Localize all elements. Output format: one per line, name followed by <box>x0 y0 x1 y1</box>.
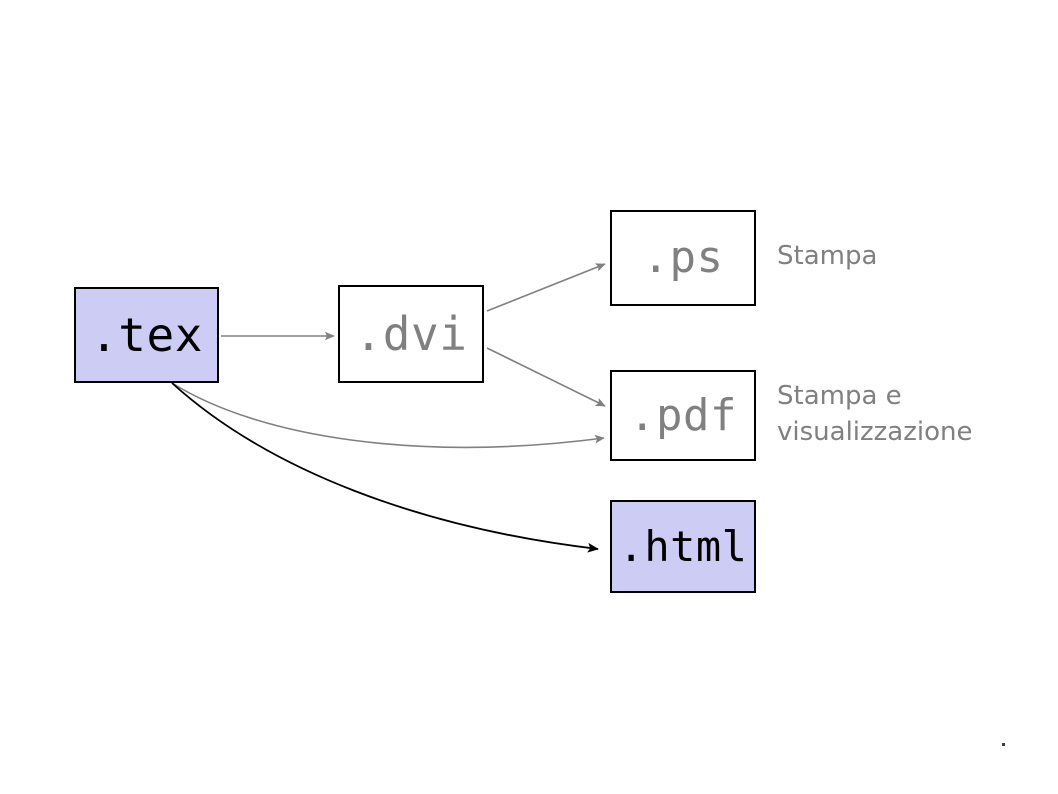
node-pdf-label: .pdf <box>629 389 737 441</box>
node-html[interactable]: .html <box>610 500 756 593</box>
edge-tex-to-html <box>171 382 599 553</box>
annotation-pdf-note: Stampa e visualizzazione <box>777 381 973 447</box>
edge-tex-to-pdf <box>171 382 605 449</box>
stray-dot-artifact <box>1002 743 1005 746</box>
node-dvi[interactable]: .dvi <box>338 285 484 383</box>
node-tex[interactable]: .tex <box>74 287 219 383</box>
node-dvi-label: .dvi <box>354 307 468 361</box>
node-html-label: .html <box>618 521 748 571</box>
edge-dvi-to-pdf <box>486 347 606 407</box>
node-ps[interactable]: .ps <box>610 210 756 306</box>
node-tex-label: .tex <box>90 308 203 362</box>
annotation-ps-note: Stampa <box>777 241 878 271</box>
edge-dvi-to-ps <box>486 263 606 312</box>
node-ps-label: .ps <box>642 232 724 283</box>
node-pdf[interactable]: .pdf <box>610 370 756 461</box>
